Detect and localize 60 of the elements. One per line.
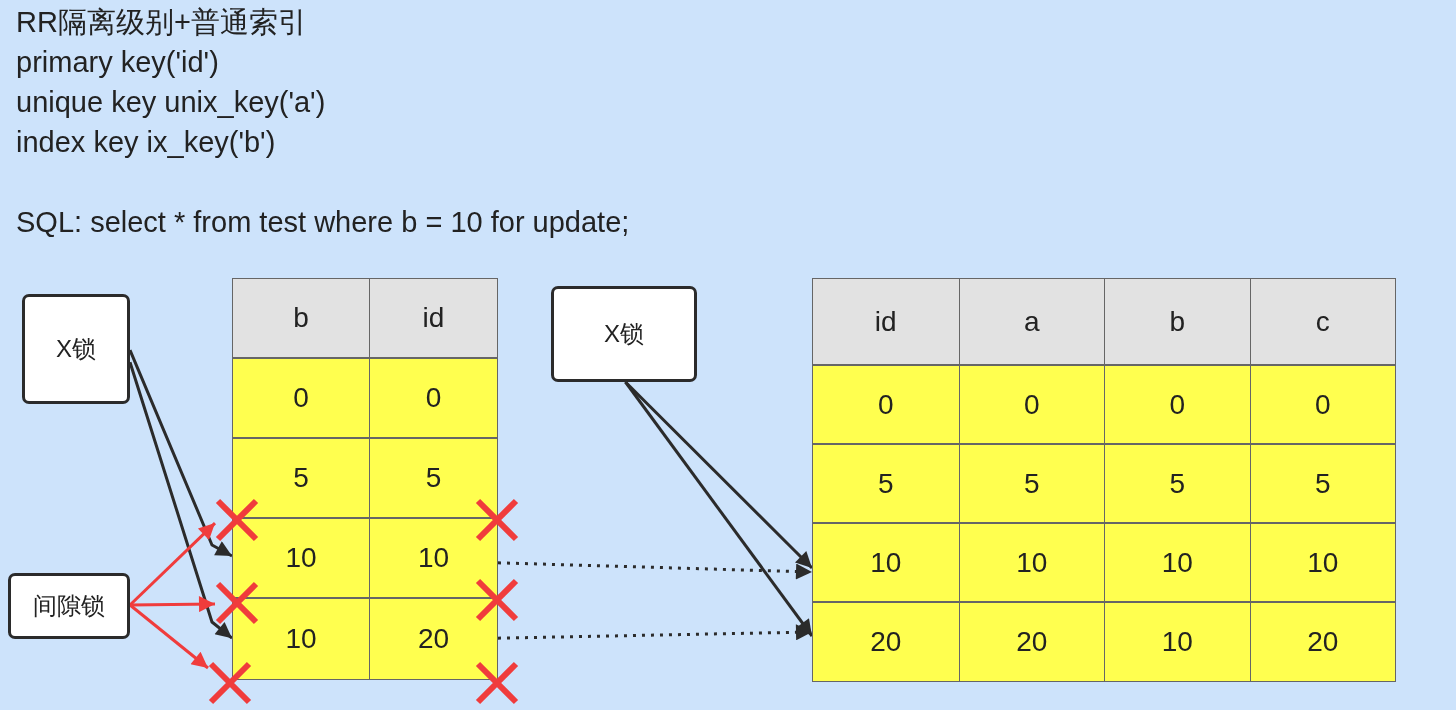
title: RR隔离级别+普通索引 <box>16 5 307 40</box>
table-cell: 5 <box>1249 445 1395 522</box>
arrow <box>128 361 233 640</box>
table-cell-text: 10 <box>284 622 318 656</box>
sql-statement: SQL: select * from test where b = 10 for update; <box>16 205 630 240</box>
table-cell-text: 0 <box>292 381 310 415</box>
table-cell-text: 0 <box>876 387 895 422</box>
dotted-arrow <box>497 561 813 580</box>
key-definition: unique key unix_key('a') <box>16 85 326 120</box>
table-cell: 0 <box>1249 366 1395 443</box>
cross-mark <box>475 498 519 542</box>
table-cell: 0 <box>368 359 497 437</box>
table-cell: 10 <box>1104 603 1250 681</box>
table-cell: 20 <box>958 603 1104 681</box>
table-cell: 10 <box>1249 524 1395 601</box>
table-cell: 0 <box>1104 366 1250 443</box>
table-cell: b <box>1104 279 1250 364</box>
table-cell: 10 <box>1104 524 1250 601</box>
table-cell: 5 <box>1104 445 1250 522</box>
lock-box: X锁 <box>22 294 130 404</box>
arrow <box>129 603 209 670</box>
key-definition: index key ix_key('b') <box>16 125 276 160</box>
cross-mark <box>208 661 252 705</box>
table-row <box>232 598 498 680</box>
table-cell: id <box>368 279 497 357</box>
table-header-row <box>232 278 498 358</box>
table-cell-text: 10 <box>869 545 903 580</box>
table-cell: c <box>1249 279 1395 364</box>
table-header-row <box>812 278 1396 365</box>
table-row <box>812 444 1396 523</box>
table-cell: 0 <box>958 366 1104 443</box>
table-cell: 5 <box>368 439 497 517</box>
key-definition: primary key('id') <box>16 45 219 80</box>
cross-mark <box>215 498 259 542</box>
table-cell-text: 5 <box>292 461 310 495</box>
cross-mark <box>475 661 519 705</box>
table-cell-text: 20 <box>869 625 903 659</box>
lock-box: X锁 <box>551 286 697 382</box>
table-cell: 20 <box>1249 603 1395 681</box>
arrow <box>129 596 216 613</box>
table-cell-text: 5 <box>876 466 895 501</box>
table-row <box>812 365 1396 444</box>
table-row <box>232 438 498 518</box>
table-cell-text: b <box>292 301 310 335</box>
table-cell: a <box>958 279 1104 364</box>
table-cell: 10 <box>958 524 1104 601</box>
table-cell: 10 <box>368 519 497 597</box>
table-cell: 20 <box>368 599 497 679</box>
table-row <box>232 518 498 598</box>
table-cell-text: id <box>873 304 898 339</box>
arrow <box>128 349 233 558</box>
table-row <box>232 358 498 438</box>
cross-mark <box>475 578 519 622</box>
table-row <box>812 523 1396 602</box>
table-cell: 5 <box>958 445 1104 522</box>
table-row <box>812 602 1396 682</box>
cross-mark <box>215 581 259 625</box>
table-cell-text: 10 <box>284 541 318 575</box>
arrow <box>624 381 814 637</box>
lock-box: 间隙锁 <box>8 573 130 639</box>
